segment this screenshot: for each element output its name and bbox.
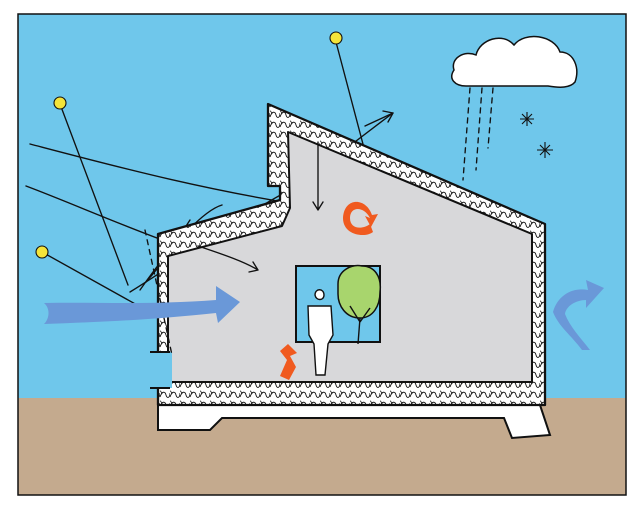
person-icon xyxy=(307,289,334,376)
heat-arrow-icon xyxy=(280,201,378,380)
interior-ray-2 xyxy=(197,245,259,273)
frame xyxy=(17,13,627,496)
sun-ray-1 xyxy=(59,103,129,286)
rain-line-3 xyxy=(487,87,494,149)
rain-line-2 xyxy=(475,87,483,171)
dashed-ray-1 xyxy=(144,229,173,356)
rain-line-1 xyxy=(462,87,471,181)
air-flow-arrow-icon xyxy=(44,280,604,350)
sun-icon xyxy=(35,31,343,259)
snow-icon xyxy=(520,112,553,158)
interior-space xyxy=(167,131,533,383)
interior-ray-1 xyxy=(312,141,324,211)
wall-opening xyxy=(154,352,172,388)
cloud-icon xyxy=(451,35,578,88)
tree-icon xyxy=(337,264,382,345)
opening-edges xyxy=(150,351,170,389)
foundation-slab xyxy=(157,404,552,440)
interior-ray-3 xyxy=(364,110,394,127)
